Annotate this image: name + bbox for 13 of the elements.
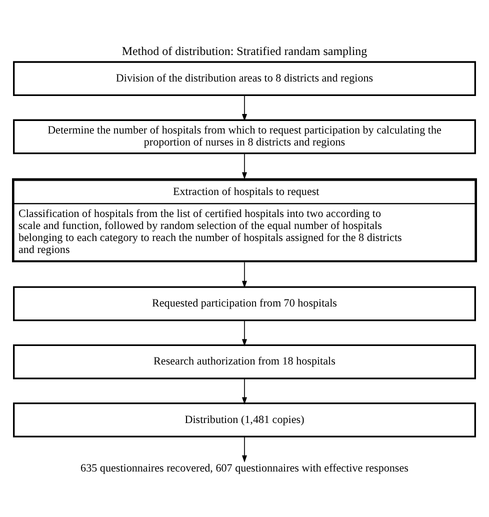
arrow [242,262,248,288]
node-box: Research authorization from 18 hospitals [13,344,476,380]
node-text: 635 questionnaires recovered, 607 questionnaires with effective responses [80,462,408,474]
arrow [242,152,248,180]
node-box: Distribution (1,481 copies) [13,402,476,438]
arrow [242,436,248,463]
arrow [242,378,248,404]
arrow [242,95,248,122]
arrow [242,320,248,346]
node-box: Determine the number of hospitals from which to request participation by calculating the proportion of nurses in 8 districts and regions [13,119,476,154]
node-box: Division of the distribution areas to 8 districts and regions [13,61,476,96]
diagram-title: Method of distribution: Stratified randam sampling [122,44,368,58]
node-box: Requested participation from 70 hospitals [13,286,476,322]
